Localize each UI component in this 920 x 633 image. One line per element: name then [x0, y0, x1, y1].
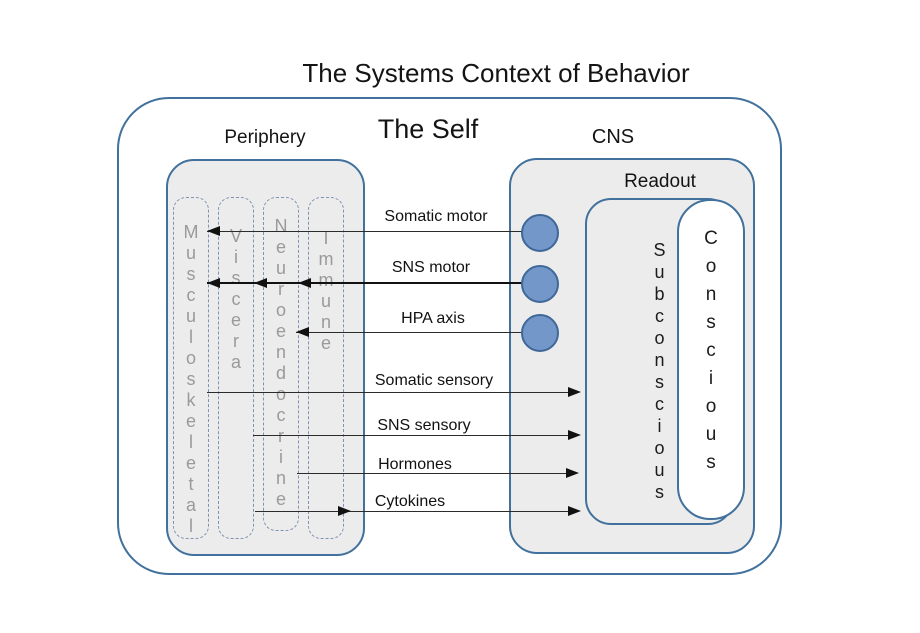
cytokines-immune-arrowhead-icon: [338, 506, 351, 516]
immune-label: Immune: [316, 228, 336, 354]
sns-sensory-label: SNS sensory: [377, 417, 471, 434]
cytokines-line: [255, 511, 568, 512]
sns-motor-arrowhead-icon: [254, 278, 267, 288]
cytokines-arrowhead-icon: [568, 506, 581, 516]
hormones-label: Hormones: [378, 456, 452, 473]
periphery-label: Periphery: [224, 127, 306, 148]
hpa-axis-label: HPA axis: [401, 310, 465, 327]
readout-node-hpa-circle-icon: [521, 314, 559, 352]
sns-motor-arrowhead-icon: [207, 278, 220, 288]
self-label: The Self: [377, 114, 479, 144]
periphery-box: [166, 159, 365, 556]
neuroendocrine-label: Neuroendocrine: [271, 216, 291, 510]
conscious-label: Conscious: [700, 228, 722, 480]
sns-sensory-arrowhead-icon: [568, 430, 581, 440]
periphery-column-neuroendocrine: Neuroendocrine: [263, 197, 299, 531]
hpa-axis-arrowhead-icon: [296, 327, 309, 337]
viscera-label: Viscera: [226, 226, 246, 373]
somatic-motor-arrowhead-icon: [207, 226, 220, 236]
cytokines-label: Cytokines: [374, 493, 446, 510]
somatic-sensory-arrowhead-icon: [568, 387, 581, 397]
sns-sensory-line: [253, 435, 568, 436]
cns-label: CNS: [591, 126, 635, 148]
somatic-sensory-line: [207, 392, 568, 393]
periphery-column-viscera: Viscera: [218, 197, 254, 539]
musculoskeletal-label: Musculoskeletal: [181, 222, 201, 537]
periphery-column-musculoskeletal: Musculoskeletal: [173, 197, 209, 539]
somatic-motor-label: Somatic motor: [384, 208, 488, 225]
sns-motor-arrowhead-icon: [298, 278, 311, 288]
sns-motor-line: [207, 282, 522, 284]
sns-motor-label: SNS motor: [391, 259, 471, 276]
readout-node-sns-circle-icon: [521, 265, 559, 303]
periphery-column-immune: Immune: [308, 197, 344, 539]
hpa-axis-line: [296, 332, 522, 333]
somatic-sensory-label: Somatic sensory: [374, 372, 494, 389]
diagram-title: The Systems Context of Behavior: [302, 58, 690, 88]
readout-node-somatic-circle-icon: [521, 214, 559, 252]
conscious-box: Conscious: [677, 199, 745, 520]
readout-label: Readout: [624, 171, 696, 192]
somatic-motor-line: [207, 231, 522, 232]
hormones-line: [297, 473, 566, 474]
hormones-arrowhead-icon: [566, 468, 579, 478]
subconscious-label: Subconscious: [649, 240, 670, 504]
